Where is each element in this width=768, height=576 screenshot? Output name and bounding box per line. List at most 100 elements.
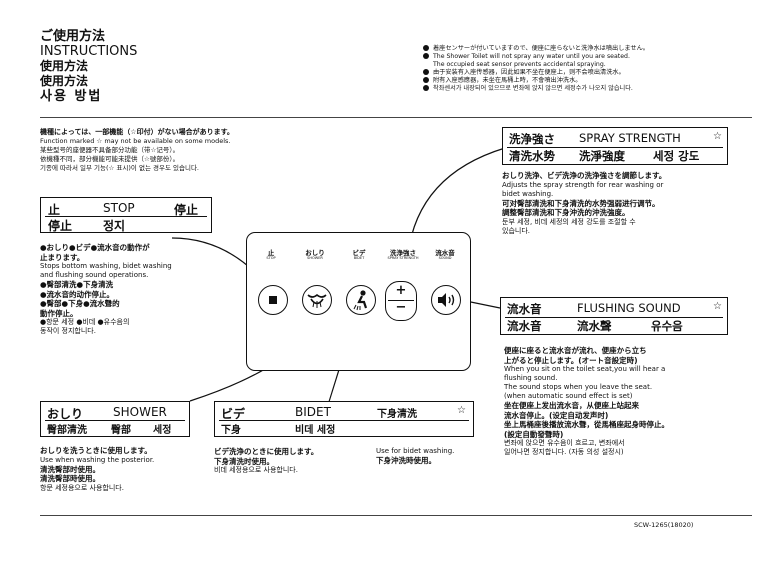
panel-label-stop: 止	[267, 249, 275, 257]
desc-line: 坐上馬桶座後播放流水聲，從馬桶座起身時停止。	[504, 420, 669, 429]
spray-minus-button[interactable]: −	[395, 300, 407, 315]
star-icon: ☆	[713, 301, 722, 312]
panel-sublabel-shower: SHOWER	[307, 256, 323, 260]
flush-label-kr: 유수음	[651, 319, 683, 333]
stop-box: 止 STOP 停止 停止 정지	[40, 197, 212, 233]
desc-line: 清洗臀部時使用。	[40, 474, 100, 483]
notice-line: 착좌센서가 내장되어 있으므로 변좌에 앉지 않으면 세정수가 나오지 않습니다…	[433, 85, 633, 92]
stop-button[interactable]	[258, 285, 288, 315]
flush-label-jp: 流水音	[507, 302, 542, 316]
desc-line: Use when washing the posterior.	[40, 455, 155, 464]
notice-line: The Shower Toilet will not spray any wat…	[433, 53, 630, 60]
bullet-icon	[423, 53, 429, 59]
note-line: 某些型号的座便器不具备部分功能（带☆记号）。	[40, 146, 180, 154]
panel-label-spray: 洗浄強さ	[390, 249, 416, 257]
stop-label-en: STOP	[103, 201, 135, 215]
box-divider	[505, 317, 723, 318]
note-line: 기종에 따라서 일부 기능(☆ 표시)이 없는 경우도 있습니다.	[40, 164, 199, 172]
notice-line: 附有入座感應器，未坐在馬桶上時，不會噴出沖洗水。	[433, 77, 582, 84]
spray-label-cn: 清洗水势	[509, 149, 555, 163]
shower-label-en: SHOWER	[113, 405, 167, 419]
note-line: 機種によっては、一部機能（☆印付）がない場合があります。	[40, 128, 234, 136]
desc-line: 上がると停止します。(オート音設定時)	[504, 355, 638, 365]
star-icon: ☆	[713, 131, 722, 142]
bullet-icon	[423, 69, 429, 75]
spray-label-jp: 洗浄強さ	[509, 132, 555, 146]
stop-label-jp: 止	[48, 203, 61, 217]
desc-line: bidet washing.	[502, 189, 554, 198]
desc-line: 있습니다.	[502, 226, 530, 235]
desc-line: ビデ洗浄のときに使用します。	[214, 447, 319, 456]
desc-line: flushing sound.	[504, 374, 558, 382]
shower-label-tw: 臀部	[111, 425, 131, 436]
panel-label-shower: おしり	[305, 249, 325, 257]
desc-line: おしりを洗うときに使用します。	[40, 446, 152, 455]
title-kr: 사용 방법	[40, 89, 103, 104]
bidet-label-en: BIDET	[295, 405, 331, 419]
stop-label-kr: 정지	[103, 219, 126, 233]
desc-line: 便座に座ると流水音が流れ、便座から立ち	[504, 346, 647, 355]
panel-sublabel-sound: SOUND	[438, 256, 452, 260]
desc-line: ●流水音的动作停止。	[40, 289, 115, 299]
shower-button[interactable]	[302, 285, 332, 315]
title-cn1: 使用方法	[40, 59, 89, 73]
shower-description: おしりを洗うときに使用します。 Use when washing the pos…	[40, 446, 154, 493]
shower-icon	[307, 293, 327, 308]
flush-description: 便座に座ると流水音が流れ、便座から立ち 上がると停止します。(オート音設定時) …	[504, 346, 669, 457]
bidet-description-right: Use for bidet washing. 下身沖洗時使用。	[376, 447, 454, 466]
panel-sublabel-spray: SPRAY STRENGTH	[387, 256, 419, 260]
star-icon: ☆	[457, 405, 466, 416]
desc-line: Use for bidet washing.	[376, 447, 455, 455]
desc-line: 下身清洗时使用。	[214, 456, 274, 466]
desc-line: 일어나면 정지합니다. (자동 의성 설정시)	[504, 448, 624, 456]
flush-label-en: FLUSHING SOUND	[577, 301, 681, 315]
desc-line: 止まります。	[40, 252, 85, 262]
note-line: 依機種不同，部分機能可能未提供（☆號部份）。	[40, 155, 180, 163]
spray-plus-button[interactable]: +	[395, 283, 407, 298]
panel-sublabel-bidet: BIDET	[353, 256, 365, 260]
spray-label-en: SPRAY STRENGTH	[579, 131, 681, 145]
shower-label-jp: おしり	[47, 407, 84, 421]
bidet-description: ビデ洗浄のときに使用します。 下身清洗时使用。 비데 세정용으로 사용합니다.	[214, 447, 318, 475]
stop-description: ●おしり●ビデ●流水音の動作が 止まります。 Stops bottom wash…	[40, 243, 172, 336]
title-cn2: 使用方法	[40, 74, 89, 88]
bidet-label-tw: 下身	[221, 425, 241, 436]
desc-line: ●臀部清洗●下身清洗	[40, 280, 114, 289]
title-en: INSTRUCTIONS	[40, 44, 138, 59]
desc-line: 坐在便座上发出流水音，从便座上站起来	[504, 401, 639, 410]
function-note: 機種によっては、一部機能（☆印付）がない場合があります。 Function ma…	[40, 128, 340, 173]
stop-square-icon	[269, 296, 277, 304]
notice-line: 着座センサーが付いていますので、便座に座らないと洗浄水は噴出しません。	[433, 45, 649, 52]
bidet-button[interactable]	[346, 285, 376, 315]
flushing-sound-box: 流水音 FLUSHING SOUND ☆ 流水音 流水聲 유수음	[500, 297, 728, 335]
desc-line: 下身沖洗時使用。	[376, 456, 436, 465]
rocker-divider	[388, 300, 414, 301]
spray-label-tw: 洗淨強度	[579, 149, 625, 163]
stop-label-cn: 停止	[48, 219, 73, 233]
desc-line: 비데 세정용으로 사용합니다.	[214, 466, 298, 474]
shower-label-kr: 세정	[153, 425, 172, 436]
desc-line: Stops bottom washing, bidet washing	[40, 262, 172, 270]
box-divider	[45, 420, 185, 421]
box-divider	[507, 147, 723, 148]
bidet-label-cn: 下身清洗	[377, 409, 417, 420]
note-line: Function marked ☆ may not be available o…	[40, 137, 231, 145]
bidet-label-jp: ビデ	[221, 407, 246, 421]
top-divider	[40, 117, 752, 118]
desc-line: (when automatic sound effect is set)	[504, 392, 633, 400]
spray-strength-rocker: + −	[385, 281, 417, 321]
desc-line: 항문 세정용으로 사용합니다.	[40, 483, 124, 492]
bullet-icon	[423, 45, 429, 51]
box-divider	[45, 216, 207, 217]
desc-line: 流水音停止。(设定自动发声时)	[504, 410, 609, 420]
panel-label-sound: 流水音	[435, 249, 455, 257]
desc-line: The sound stops when you leave the seat.	[504, 383, 653, 391]
flushing-sound-button[interactable]	[431, 285, 461, 315]
flush-label-tw: 流水聲	[577, 319, 612, 333]
desc-line: 동작이 정지합니다.	[40, 327, 96, 335]
desc-line: When you sit on the toilet seat,you will…	[504, 365, 666, 373]
bidet-label-kr: 비데 세정	[295, 425, 336, 436]
panel-label-bidet: ビデ	[352, 249, 366, 257]
desc-line: ●항문 세정 ●비데 ●유수음의	[40, 318, 130, 326]
title-block: ご使用方法 INSTRUCTIONS 使用方法 使用方法 사용 방법	[40, 29, 137, 105]
